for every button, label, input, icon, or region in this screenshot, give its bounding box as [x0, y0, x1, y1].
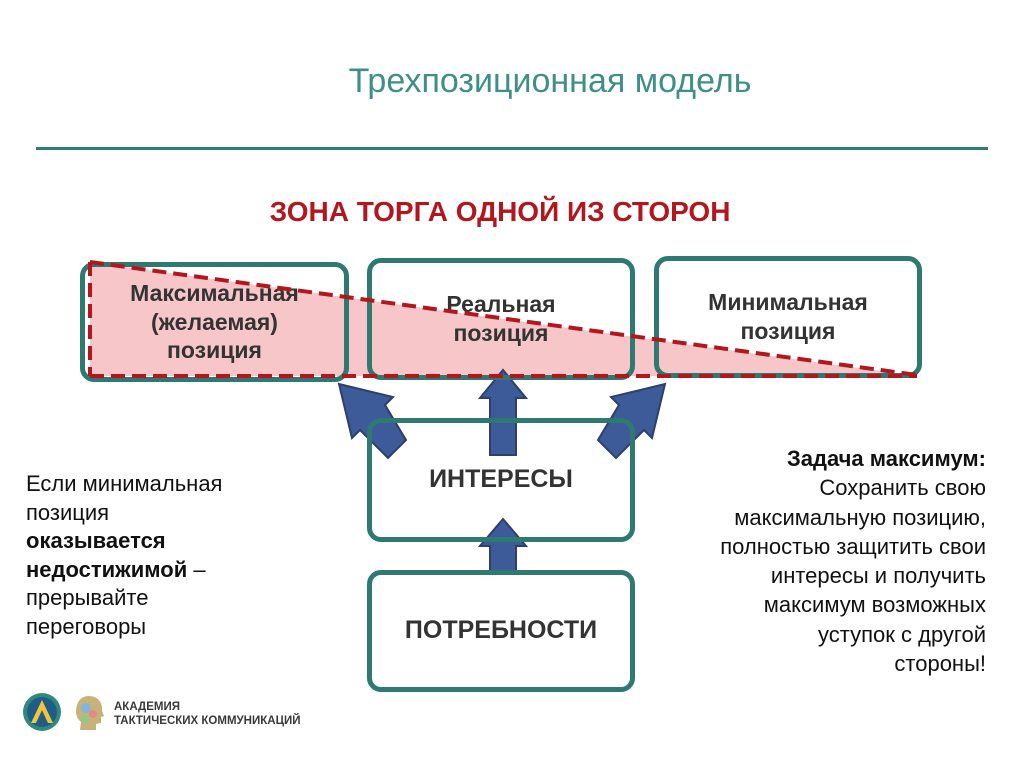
left-note-dash: – [187, 556, 206, 582]
needs-box: ПОТРЕБНОСТИ [367, 570, 635, 692]
right-note: Задача максимум: Сохранить свою максимал… [640, 444, 986, 678]
needs-label: ПОТРЕБНОСТИ [404, 616, 598, 645]
max-position-label: Максимальная (желаемая) позиция [130, 279, 299, 364]
academy-logo-icon [23, 693, 61, 731]
left-note-line3: прерывайте [26, 585, 149, 611]
interests-box: ИНТЕРЕСЫ [367, 418, 635, 542]
head-profile-icon [76, 696, 104, 730]
left-note-line2: позиция [26, 499, 110, 525]
zone-heading: ЗОНА ТОРГА ОДНОЙ ИЗ СТОРОН [269, 196, 731, 227]
right-note-body: Сохранить свою максимальную позицию, пол… [720, 475, 986, 676]
left-note-bold2: недостижимой [26, 556, 188, 582]
real-position-label: Реальная позиция [446, 291, 556, 346]
real-position-box: Реальная позиция [367, 258, 635, 380]
min-position-label: Минимальная позиция [708, 289, 868, 344]
title-divider [36, 147, 988, 150]
left-note: Если минимальная позиция оказывается нед… [26, 470, 286, 642]
footer-line2: ТАКТИЧЕСКИХ КОММУНИКАЦИЙ [114, 715, 301, 728]
max-position-box: Максимальная (желаемая) позиция [80, 262, 349, 382]
left-note-line4: переговоры [26, 613, 147, 639]
left-note-bold1: оказывается [26, 528, 166, 554]
interests-label: ИНТЕРЕСЫ [429, 465, 573, 494]
arrow-interests-to-min [596, 382, 667, 460]
arrow-interests-to-real [477, 368, 529, 456]
min-position-box: Минимальная позиция [654, 256, 922, 378]
left-note-line1: Если минимальная [26, 471, 223, 496]
arrow-needs-to-interests [477, 517, 529, 575]
footer-text: АКАДЕМИЯ ТАКТИЧЕСКИХ КОММУНИКАЦИЙ [114, 700, 301, 729]
right-note-heading: Задача максимум: [786, 446, 986, 471]
slide-title: Трехпозиционная модель [348, 62, 752, 100]
footer-line1: АКАДЕМИЯ [114, 701, 181, 713]
